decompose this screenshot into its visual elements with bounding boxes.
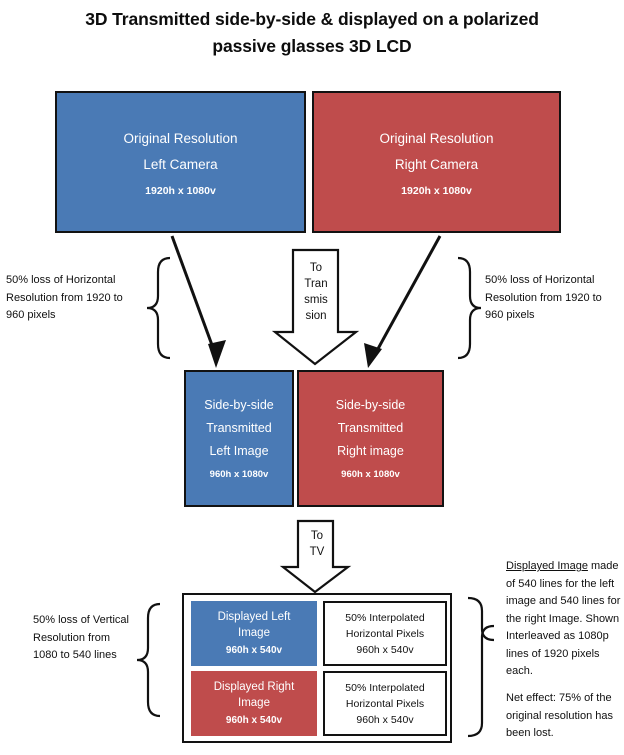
to-tv-line-1: To bbox=[310, 530, 324, 542]
title-line-2: passive glasses 3D LCD bbox=[212, 36, 412, 56]
to-transmission-line-2: Tran bbox=[304, 278, 328, 290]
displayed-right-line-2: Image bbox=[238, 696, 270, 709]
note-left-vertical-loss: 50% loss of Vertical Resolution from 108… bbox=[33, 614, 129, 661]
interpolated-left-resolution: 960h x 540v bbox=[356, 643, 414, 656]
sbs-left-line-1: Side-by-side bbox=[204, 398, 274, 412]
note-left-horizontal-loss: 50% loss of Horizontal Resolution from 1… bbox=[6, 274, 123, 321]
arrow-left-camera-to-sbs-left bbox=[170, 235, 226, 368]
box-sidebyside-transmitted-right: Side-by-side Transmitted Right image 960… bbox=[297, 370, 444, 507]
sbs-left-line-3: Left Image bbox=[209, 444, 269, 458]
sbs-right-resolution: 960h x 1080v bbox=[341, 469, 400, 480]
to-transmission-line-1: To bbox=[309, 262, 323, 274]
interpolated-right-line-1: 50% Interpolated bbox=[345, 681, 425, 694]
interpolated-left-line-2: Horizontal Pixels bbox=[345, 627, 425, 640]
left-camera-line-1: Original Resolution bbox=[123, 130, 238, 146]
box-displayed-left-image: Displayed Left Image 960h x 540v bbox=[191, 601, 317, 666]
sbs-right-line-2: Transmitted bbox=[337, 421, 404, 435]
sbs-right-line-3: Right image bbox=[337, 444, 404, 458]
box-original-left-camera: Original Resolution Left Camera 1920h x … bbox=[55, 91, 306, 233]
brace-right-top bbox=[457, 256, 482, 360]
displayed-left-line-1: Displayed Left bbox=[217, 610, 291, 623]
block-arrow-to-tv bbox=[279, 519, 352, 594]
displayed-right-resolution: 960h x 540v bbox=[225, 714, 283, 726]
to-transmission-line-4: sion bbox=[305, 310, 327, 322]
displayed-left-line-2: Image bbox=[238, 626, 270, 639]
brace-left-bottom bbox=[136, 602, 161, 718]
block-arrow-to-transmission bbox=[271, 248, 360, 366]
right-camera-resolution: 1920h x 1080v bbox=[401, 184, 472, 197]
displayed-right-row: Displayed Right Image 960h x 540v 50% In… bbox=[191, 671, 447, 736]
note-displayed-image-rest: made of 540 lines for the left image and… bbox=[506, 560, 621, 677]
box-interpolated-right: 50% Interpolated Horizontal Pixels 960h … bbox=[323, 671, 447, 736]
note-right-horizontal-loss: 50% loss of Horizontal Resolution from 1… bbox=[485, 274, 602, 321]
title-line-1: 3D Transmitted side-by-side & displayed … bbox=[85, 9, 539, 29]
brace-left-top bbox=[146, 256, 171, 360]
right-camera-line-1: Original Resolution bbox=[379, 130, 494, 146]
to-tv-line-2: TV bbox=[309, 546, 325, 558]
left-camera-resolution: 1920h x 1080v bbox=[145, 184, 216, 197]
to-transmission-line-3: smis bbox=[304, 294, 328, 306]
brace-right-bottom-lower bbox=[467, 624, 495, 738]
note-net-effect: Net effect: 75% of the original resoluti… bbox=[506, 692, 614, 739]
interpolated-left-line-1: 50% Interpolated bbox=[345, 611, 425, 624]
brace-right-bottom-upper bbox=[467, 596, 495, 642]
label-to-transmission: To Tran smis sion bbox=[286, 260, 346, 324]
box-original-right-camera: Original Resolution Right Camera 1920h x… bbox=[312, 91, 561, 233]
box-sidebyside-transmitted-left: Side-by-side Transmitted Left Image 960h… bbox=[184, 370, 294, 507]
page-title: 3D Transmitted side-by-side & displayed … bbox=[0, 6, 624, 60]
label-to-tv: To TV bbox=[295, 528, 339, 560]
displayed-left-resolution: 960h x 540v bbox=[225, 644, 283, 656]
sbs-right-line-1: Side-by-side bbox=[335, 398, 406, 412]
box-interpolated-left: 50% Interpolated Horizontal Pixels 960h … bbox=[323, 601, 447, 666]
note-displayed-image-description: Displayed Image made of 540 lines for th… bbox=[506, 558, 622, 681]
interpolated-right-resolution: 960h x 540v bbox=[356, 713, 414, 726]
arrow-right-camera-to-sbs-right bbox=[364, 235, 442, 368]
displayed-image-container: Displayed Left Image 960h x 540v 50% Int… bbox=[182, 593, 452, 743]
displayed-left-row: Displayed Left Image 960h x 540v 50% Int… bbox=[191, 601, 447, 666]
sbs-left-resolution: 960h x 1080v bbox=[209, 469, 269, 480]
note-displayed-image-underlined: Displayed Image bbox=[506, 560, 588, 572]
displayed-right-line-1: Displayed Right bbox=[213, 680, 295, 693]
interpolated-right-line-2: Horizontal Pixels bbox=[345, 697, 425, 710]
box-displayed-right-image: Displayed Right Image 960h x 540v bbox=[191, 671, 317, 736]
right-camera-line-2: Right Camera bbox=[394, 156, 479, 172]
left-camera-line-2: Left Camera bbox=[143, 156, 218, 172]
sbs-left-line-2: Transmitted bbox=[206, 421, 272, 435]
